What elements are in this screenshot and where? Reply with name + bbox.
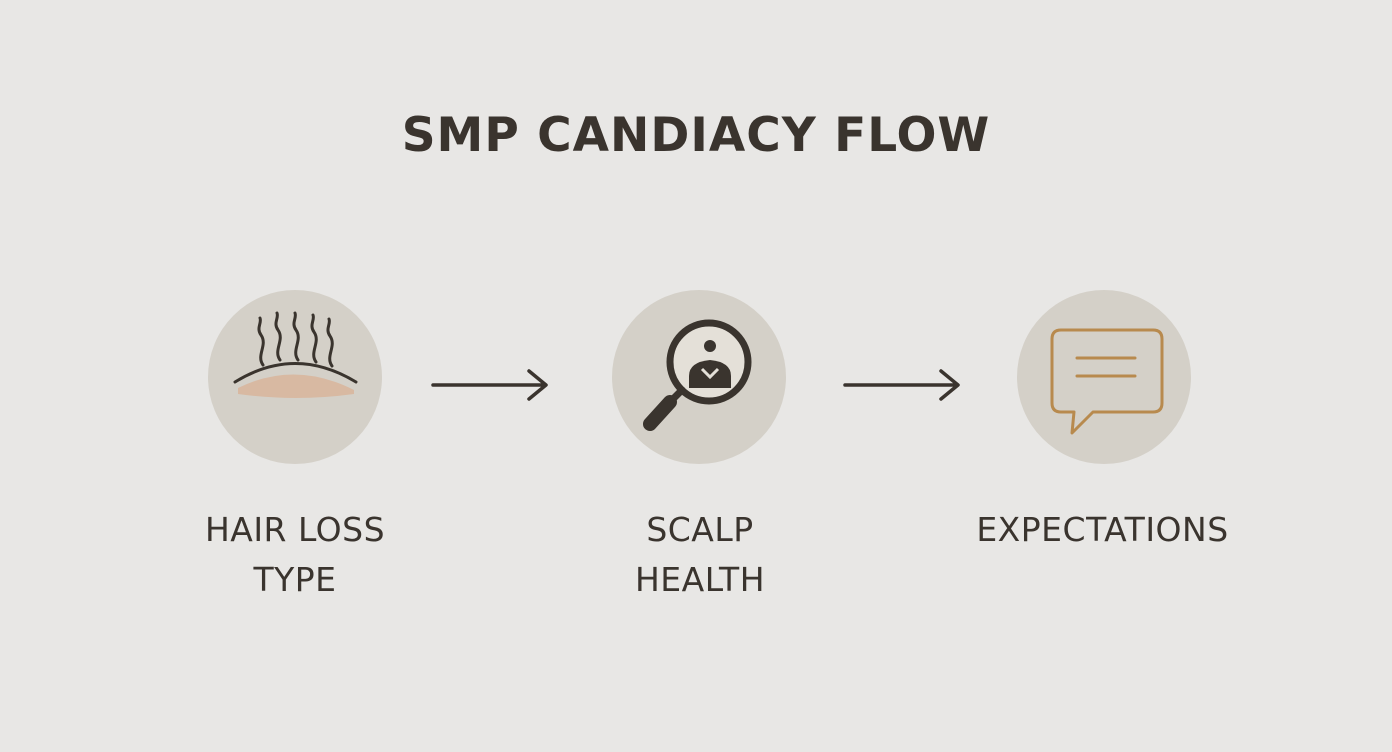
step-1-label-line-1: HAIR LOSS <box>204 510 386 549</box>
speech-bubble-icon <box>1050 328 1164 435</box>
step-1-label-line-2: TYPE <box>253 560 337 599</box>
step-2-circle <box>612 290 786 464</box>
magnifier-person-icon <box>643 319 752 431</box>
step-3-circle <box>1017 290 1191 464</box>
arrow-right-icon <box>843 369 960 401</box>
step-2-label: SCALP HEALTH <box>575 505 825 605</box>
scalp-hair-icon <box>233 311 358 398</box>
step-3-label-line-1: EXPECTATIONS <box>976 510 1229 549</box>
step-2-label-line-2: HEALTH <box>634 560 766 599</box>
arrow-right-icon <box>431 369 548 401</box>
step-2-label-line-1: SCALP <box>646 510 754 549</box>
step-3-label: EXPECTATIONS <box>940 505 1265 555</box>
step-1-label: HAIR LOSS TYPE <box>170 505 420 605</box>
step-1-circle <box>208 290 382 464</box>
diagram-title: SMP CANDIACY FLOW <box>401 108 991 163</box>
